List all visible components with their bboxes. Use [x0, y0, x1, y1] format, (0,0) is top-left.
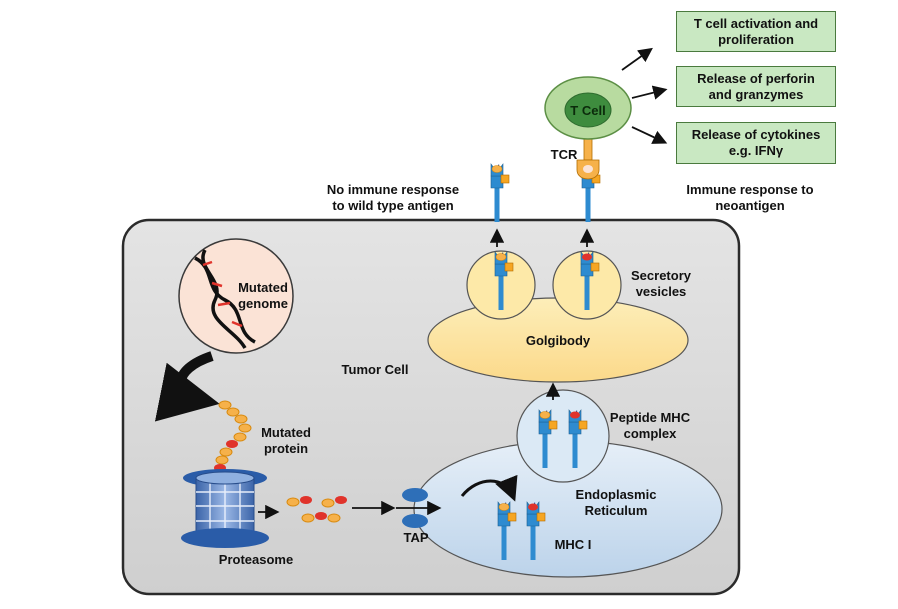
mutated-genome-line-1: Mutated [238, 280, 288, 295]
er-line-2: Reticulum [584, 503, 648, 518]
mutated-genome-circle [178, 238, 294, 354]
secretory-line-1: Secretory [631, 268, 691, 283]
outcome-perforin-text: Release of perforin and granzymes [697, 70, 815, 102]
surface-mhc-wild-type [490, 163, 510, 223]
tcr-label: TCR [550, 147, 578, 162]
golgibody-label: Golgibody [525, 333, 591, 348]
mutated-protein-line-2: protein [263, 441, 309, 456]
tumor-cell-label: Tumor Cell [341, 362, 409, 377]
outcome-activation-box: T cell activation and proliferation [676, 11, 836, 52]
tap-transporter [396, 488, 442, 528]
tap-label: TAP [403, 530, 429, 545]
response-line-2: neoantigen [715, 198, 785, 213]
tcell-label: T Cell [570, 103, 606, 118]
response-line-1: Immune response to [686, 182, 814, 197]
no-response-line-1: No immune response [326, 182, 460, 197]
peptide-mhc-line-2: complex [623, 426, 677, 441]
er-line-1: Endoplasmic [575, 487, 657, 502]
outcome-cytokines-box: Release of cytokines e.g. IFNγ [676, 122, 836, 164]
no-response-line-2: to wild type antigen [332, 198, 454, 213]
mutated-genome-line-2: genome [238, 296, 288, 311]
secretory-line-2: vesicles [635, 284, 687, 299]
er-curved-arrow [460, 474, 518, 502]
t-cell [544, 76, 632, 140]
peptide-fragments [286, 496, 347, 523]
peptide-mhc-complex-circle [516, 389, 610, 483]
tcr-receptor [576, 137, 600, 180]
mhc1-label: MHC I [554, 537, 592, 552]
tcell-arrow-cytokines [631, 126, 668, 144]
peptide-mhc-line-1: Peptide MHC [609, 410, 691, 425]
genome-to-protein-arrow [154, 351, 220, 422]
mutated-protein-line-1: Mutated [261, 425, 311, 440]
mutated-protein-chain [214, 400, 252, 472]
proteasome-label: Proteasome [218, 552, 294, 567]
outcome-perforin-box: Release of perforin and granzymes [676, 66, 836, 107]
proteasome [181, 469, 269, 548]
outcome-activation-text: T cell activation and proliferation [693, 15, 819, 47]
tcell-arrow-perforin [631, 85, 668, 100]
tcell-arrow-activation [621, 47, 653, 71]
outcome-cytokines-text: Release of cytokines e.g. IFNγ [691, 127, 821, 158]
